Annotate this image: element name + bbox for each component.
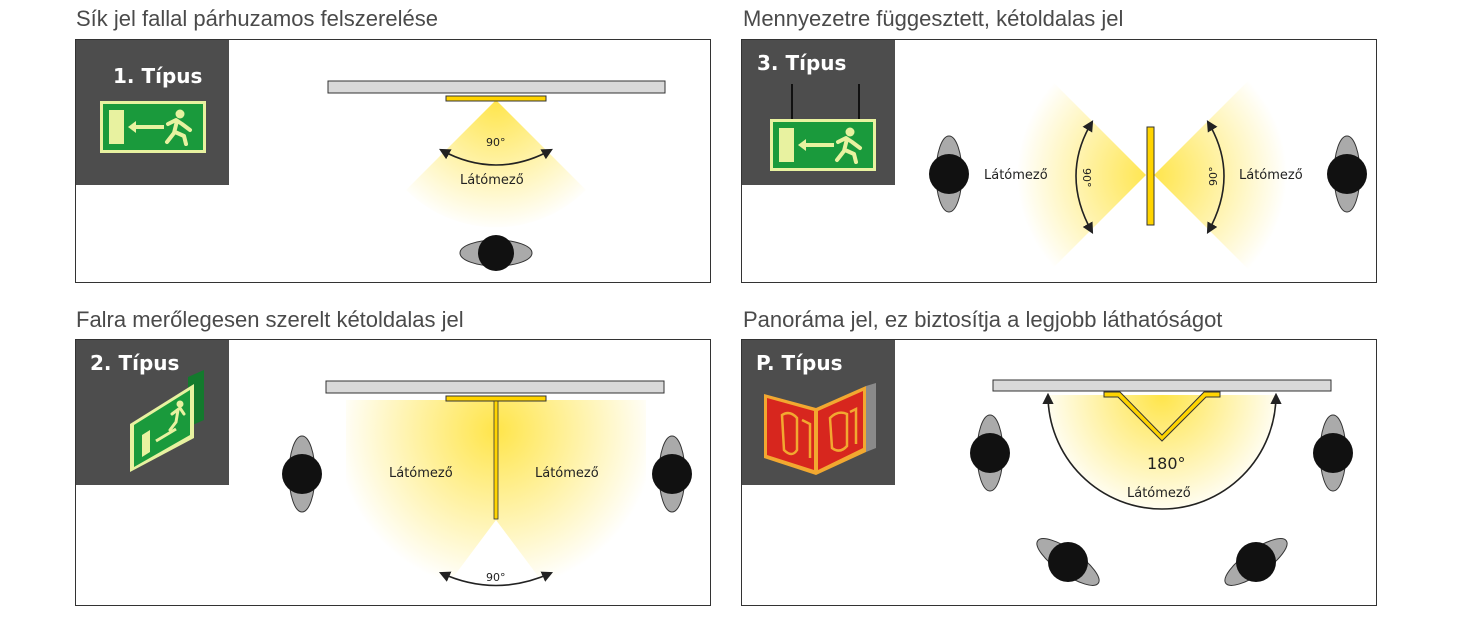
- angle-label-left: 90°: [1080, 168, 1093, 188]
- perpendicular-exit-sign-icon: [130, 370, 204, 472]
- angle-arc: [1042, 392, 1282, 510]
- panel-p-title: Panoráma jel, ez biztosítja a legjobb lá…: [743, 307, 1223, 332]
- angle-arc-left: [1075, 120, 1094, 234]
- ceiling-bar: [992, 379, 1332, 392]
- field-label-left: Látómező: [389, 466, 453, 481]
- field-label: Látómező: [1127, 486, 1191, 501]
- person-icon-left: [970, 414, 1010, 492]
- type-p-label: P. Típus: [756, 351, 843, 375]
- type-1-box: 1. Típus: [76, 40, 229, 185]
- panel-1-diagram: 1. Típus 90° Látómező: [75, 39, 711, 283]
- angle-arc: [438, 571, 554, 587]
- person-icon-right: [1327, 135, 1367, 213]
- angle-arc-right: [1206, 120, 1225, 234]
- person-icon: [459, 235, 533, 271]
- light-field: [1047, 395, 1277, 510]
- ceiling-bar: [325, 380, 665, 394]
- person-icon-right: [652, 435, 692, 513]
- light-cone-right: [1154, 71, 1302, 279]
- sign-plate: [445, 95, 547, 102]
- person-icon-left: [929, 135, 969, 213]
- panel-p-diagram: P. Típus 180° Látómező: [741, 339, 1377, 606]
- person-icon-right: [1313, 414, 1353, 492]
- type-1-label: 1. Típus: [113, 64, 203, 88]
- field-label-left: Látómező: [984, 168, 1048, 183]
- type-p-box: P. Típus: [742, 340, 895, 485]
- panel-3-diagram: 3. Típus 90° 90° Látómező Látóm: [741, 39, 1377, 283]
- panel-2-diagram: 2. Típus 90° Látómező Látómező: [75, 339, 711, 606]
- angle-label: 90°: [486, 571, 506, 584]
- panorama-fire-sign-icon: [764, 383, 876, 475]
- angle-label: 90°: [486, 136, 506, 149]
- type-2-label: 2. Típus: [90, 351, 180, 375]
- field-label-right: Látómező: [535, 466, 599, 481]
- panel-3-title: Mennyezetre függesztett, kétoldalas jel: [743, 6, 1124, 31]
- person-icon-bottom-left: [1036, 538, 1100, 586]
- hanging-exit-sign-icon: [770, 84, 876, 171]
- light-cone-left: [998, 71, 1146, 279]
- sign-plate: [1146, 126, 1155, 226]
- sign-mount: [445, 395, 547, 402]
- type-2-box: 2. Típus: [76, 340, 229, 485]
- person-icon-bottom-right: [1224, 538, 1288, 586]
- panel-1-title: Sík jel fallal párhuzamos felszerelése: [76, 6, 438, 31]
- type-3-label: 3. Típus: [757, 51, 847, 75]
- angle-label: 180°: [1147, 454, 1186, 473]
- field-label-right: Látómező: [1239, 168, 1303, 183]
- ceiling-bar: [327, 80, 666, 94]
- angle-arc: [439, 148, 553, 166]
- type-3-box: 3. Típus: [742, 40, 895, 185]
- person-icon-left: [282, 435, 322, 513]
- sign-plate: [493, 400, 499, 520]
- light-cone: [406, 100, 586, 228]
- exit-sign-icon: [100, 101, 206, 153]
- angle-label-right: 90°: [1207, 167, 1220, 187]
- field-label: Látómező: [460, 173, 524, 188]
- panel-2-title: Falra merőlegesen szerelt kétoldalas jel: [76, 307, 464, 332]
